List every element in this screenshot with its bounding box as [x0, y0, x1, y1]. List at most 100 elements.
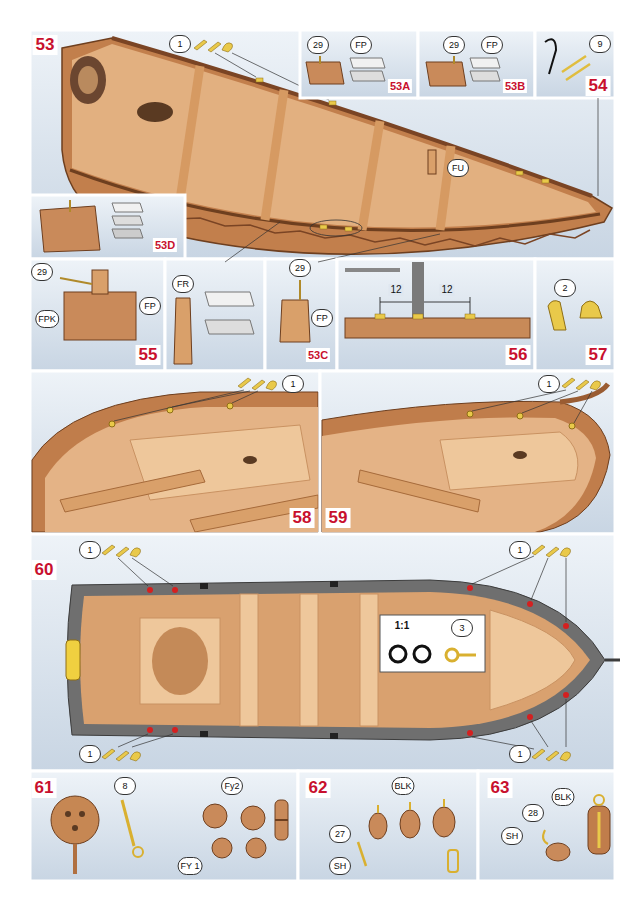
oarlock: [330, 733, 338, 739]
ring-bolt: [458, 654, 476, 657]
hole: [243, 456, 257, 464]
callout-number: FP: [139, 297, 161, 315]
leader-line: [566, 558, 567, 622]
detail-ring: [310, 220, 362, 236]
hole: [65, 811, 71, 817]
block-part: [205, 292, 254, 306]
double-block: [588, 806, 610, 854]
fitting-dot: [147, 587, 153, 593]
callout-number: 9: [589, 35, 611, 53]
leader-line: [232, 391, 258, 403]
brass-cleat: [256, 78, 263, 82]
oarlock: [200, 731, 208, 737]
brass-cleat: [516, 171, 523, 175]
thwart: [300, 594, 318, 726]
ring-bolt: [446, 649, 458, 661]
callout-number: BLK: [391, 777, 414, 795]
callout-number: FY 1: [178, 857, 203, 875]
deadeye: [212, 838, 232, 858]
callout-number: 29: [307, 36, 329, 54]
block-part: [350, 71, 385, 81]
thwart: [240, 594, 258, 726]
stem: [605, 659, 620, 662]
hull: [32, 392, 318, 532]
callout-number: 1: [79, 541, 101, 559]
leader-line: [472, 390, 566, 411]
step-number: 60: [32, 560, 57, 580]
leader-line: [172, 391, 250, 407]
post: [280, 300, 310, 342]
callout-number: 28: [522, 804, 544, 822]
callout-number: Fy2: [221, 777, 243, 795]
stern-seat: [152, 627, 208, 695]
dimension: 12: [439, 284, 454, 296]
leader-line: [215, 53, 256, 77]
leader-line: [566, 699, 567, 747]
callout-number: 2: [554, 279, 576, 297]
oarlock: [330, 581, 338, 587]
panel: [30, 30, 615, 259]
hook: [545, 39, 556, 74]
fitting-dot: [172, 727, 178, 733]
brass-ring: [594, 795, 604, 805]
mast-step-post: [428, 150, 436, 174]
panel: [320, 371, 615, 534]
panel: [30, 195, 185, 259]
mast: [412, 262, 424, 318]
brass-parts: [102, 749, 141, 761]
substep-label: 53A: [388, 79, 412, 93]
fitting-dot: [467, 730, 473, 736]
pin: [453, 56, 455, 64]
deadeye-side: [275, 800, 288, 840]
panel: [30, 259, 165, 371]
hole: [72, 825, 78, 831]
leader-line: [132, 734, 173, 747]
brass-cleat: [548, 301, 566, 330]
floorboards: [140, 618, 220, 704]
brass-cleat: [109, 421, 115, 427]
substep-label: 53D: [153, 238, 177, 252]
dimension-line: [380, 302, 412, 303]
brass-parts: [562, 378, 601, 390]
substep-label: 53C: [306, 348, 330, 362]
post: [92, 270, 108, 294]
brass-parts: [238, 378, 277, 390]
wood-part: [64, 292, 136, 340]
dimension-tick: [470, 297, 471, 316]
panel: [337, 259, 535, 371]
callout-number: 8: [114, 777, 136, 795]
brass-cleat: [569, 423, 575, 429]
fitting-dot: [147, 727, 153, 733]
block: [433, 807, 455, 837]
leader-line: [598, 98, 599, 196]
panel: [418, 30, 535, 98]
floorboards: [440, 432, 578, 490]
callout-number: 3: [451, 619, 473, 637]
pin: [60, 278, 92, 284]
stem: [560, 384, 608, 402]
fitting-dot: [172, 587, 178, 593]
panel: [265, 259, 337, 371]
boat-top-view: [66, 580, 620, 740]
brass-parts: [532, 749, 571, 761]
hull-interior: [80, 592, 590, 728]
groove: [275, 819, 288, 821]
wood-part: [426, 62, 466, 86]
brass-cleat: [320, 225, 327, 229]
callout-number: FP: [481, 36, 503, 54]
brass-parts: [194, 40, 233, 52]
panel: [478, 771, 615, 881]
step-number: 53: [33, 35, 58, 55]
brass-pin: [358, 842, 366, 866]
thwart: [265, 90, 284, 220]
dimension-tick: [380, 297, 381, 316]
block-part: [205, 320, 254, 334]
fitting-dot: [527, 714, 533, 720]
callout-number: 1: [538, 375, 560, 393]
deadeye: [246, 838, 266, 858]
brass-cleat: [580, 301, 602, 318]
panel: [535, 259, 615, 371]
post: [174, 298, 192, 364]
